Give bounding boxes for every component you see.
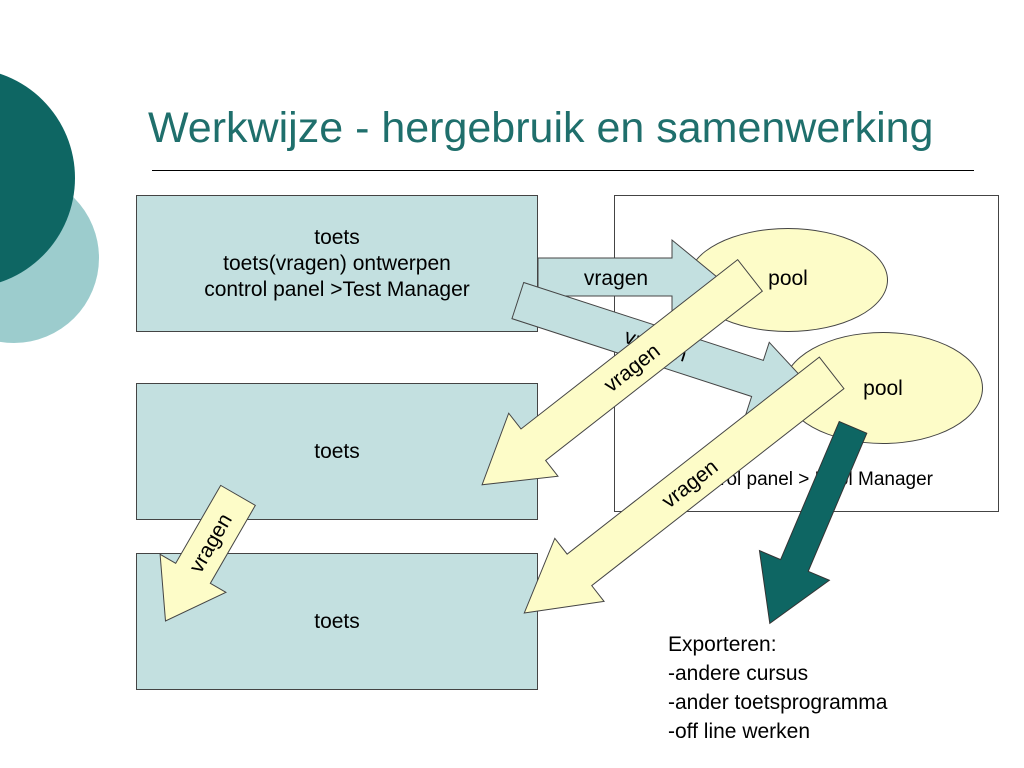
toets-box-top-line1: toets xyxy=(314,225,360,249)
slide-title: Werkwijze - hergebruik en samenwerking xyxy=(148,104,934,152)
arrow-top-to-pool1-label: vragen xyxy=(584,267,648,290)
toets-box-middle-label: toets xyxy=(314,439,360,463)
pool-manager-label: Control panel > Pool Manager xyxy=(680,469,933,490)
export-item-3: -off line werken xyxy=(668,720,811,743)
export-item-1: -andere cursus xyxy=(668,662,809,685)
toets-box-middle: toets xyxy=(136,383,538,520)
arrow-middle-to-bottom: vragen xyxy=(159,484,257,622)
decorative-circle-dark xyxy=(0,73,75,283)
arrow-pool1-to-middle-shape xyxy=(481,258,764,486)
toets-box-bottom-label: toets xyxy=(314,609,360,633)
title-underline xyxy=(152,170,974,171)
decorative-circles xyxy=(0,73,99,343)
export-heading: Exporteren: xyxy=(668,633,777,656)
toets-box-top-line2: toets(vragen) ontwerpen xyxy=(223,251,451,275)
pool-2-label: pool xyxy=(863,377,903,400)
pool-1-label: pool xyxy=(768,267,808,290)
toets-box-top: toets toets(vragen) ontwerpen control pa… xyxy=(136,195,538,332)
arrow-export-shape xyxy=(758,420,868,625)
export-item-2: -ander toetsprogramma xyxy=(668,691,888,714)
arrow-middle-to-bottom-shape xyxy=(159,484,257,622)
arrow-pool2-to-bottom-shape xyxy=(523,356,845,614)
export-text: Exporteren: -andere cursus -ander toetsp… xyxy=(668,630,887,746)
arrow-export xyxy=(758,420,868,625)
toets-box-top-line3: control panel >Test Manager xyxy=(204,277,470,301)
